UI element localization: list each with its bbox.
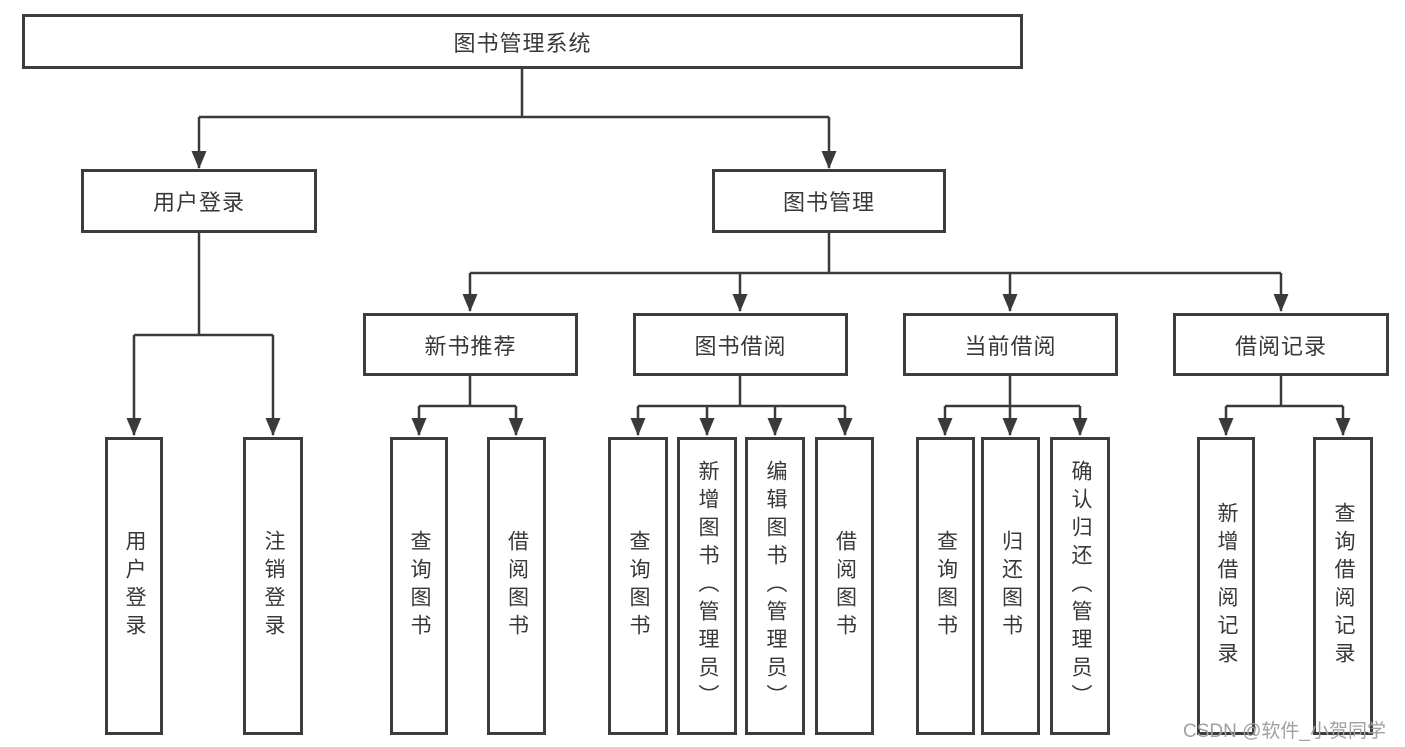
leaf-br-query-record: 查询借阅记录 [1313,437,1373,735]
leaf-nbr-borrow-books: 借阅图书 [487,437,546,735]
leaf-user-login-label: 用户登录 [123,530,147,642]
leaf-bb-borrow-books: 借阅图书 [815,437,874,735]
leaf-bb-add-books-admin: 新增图书（管理员） [677,437,737,735]
node-book-borrowing: 图书借阅 [633,313,848,376]
node-new-book-recommendation: 新书推荐 [363,313,578,376]
leaf-bb-query-books-label: 查询图书 [627,530,651,642]
leaf-cb-return-books-label: 归还图书 [999,530,1023,642]
leaf-bb-edit-books-admin-label: 编辑图书（管理员） [764,460,788,712]
leaf-logout-login-label: 注销登录 [262,530,286,642]
leaf-br-add-record-label: 新增借阅记录 [1215,502,1239,670]
node-root: 图书管理系统 [22,14,1023,69]
leaf-br-add-record: 新增借阅记录 [1197,437,1255,735]
node-book-management: 图书管理 [712,169,946,233]
leaf-nbr-query-books: 查询图书 [390,437,448,735]
leaf-logout-login: 注销登录 [243,437,303,735]
node-user-login-group: 用户登录 [81,169,317,233]
leaf-cb-confirm-return-admin-label: 确认归还（管理员） [1069,460,1093,712]
leaf-bb-borrow-books-label: 借阅图书 [833,530,857,642]
leaf-br-query-record-label: 查询借阅记录 [1332,502,1356,670]
leaf-cb-return-books: 归还图书 [981,437,1040,735]
leaf-bb-edit-books-admin: 编辑图书（管理员） [745,437,805,735]
leaf-bb-add-books-admin-label: 新增图书（管理员） [696,460,720,712]
node-current-borrowing: 当前借阅 [903,313,1118,376]
leaf-cb-query-books: 查询图书 [916,437,975,735]
leaf-cb-query-books-label: 查询图书 [934,530,958,642]
leaf-nbr-borrow-books-label: 借阅图书 [505,530,529,642]
csdn-watermark: CSDN @软件_小贺同学 [1183,721,1386,742]
leaf-nbr-query-books-label: 查询图书 [408,530,432,642]
leaf-bb-query-books: 查询图书 [608,437,668,735]
leaf-cb-confirm-return-admin: 确认归还（管理员） [1050,437,1110,735]
node-borrowing-records: 借阅记录 [1173,313,1389,376]
leaf-user-login: 用户登录 [105,437,163,735]
